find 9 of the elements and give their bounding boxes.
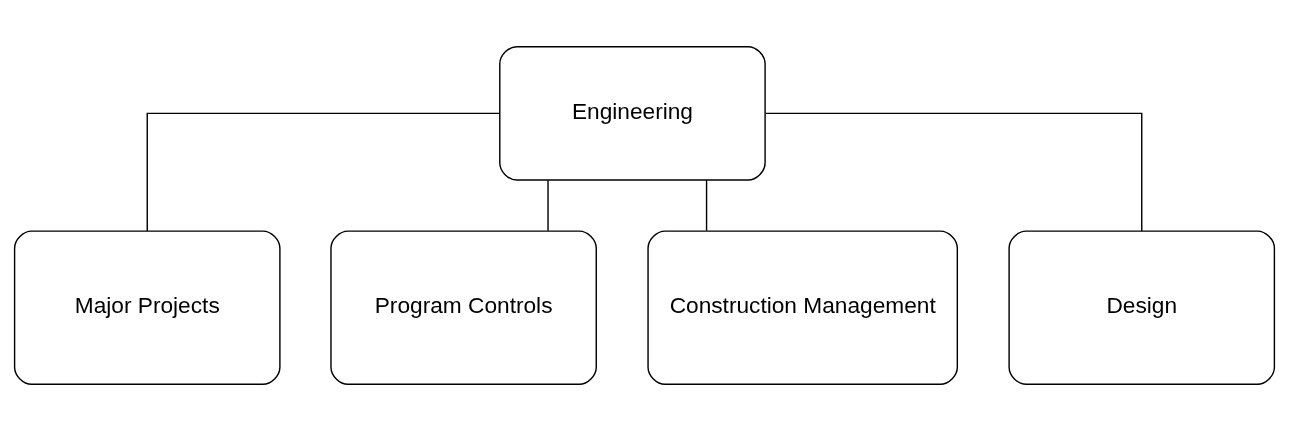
connector — [146, 112, 500, 232]
node-box: Construction Management — [647, 229, 959, 385]
node-box: Engineering — [499, 45, 766, 181]
connector — [547, 179, 549, 231]
connector — [764, 112, 1143, 232]
node-box: Design — [1008, 229, 1276, 385]
node-box: Program Controls — [330, 229, 597, 385]
connector — [705, 179, 708, 231]
node-box: Major Projects — [13, 229, 281, 385]
